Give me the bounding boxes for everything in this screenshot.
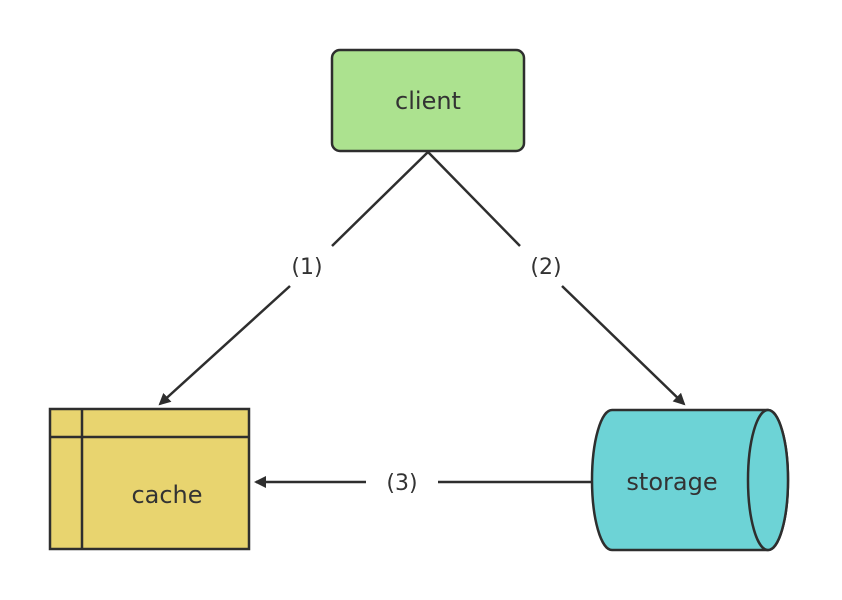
client-label: client — [395, 87, 461, 115]
edge-client-cache[interactable]: (1) — [158, 151, 429, 406]
client-box — [330, 48, 526, 153]
edge-client-storage-line-bottom — [561, 285, 686, 406]
storage-node[interactable]: storage — [590, 408, 790, 552]
edge-client-cache-line-bottom — [158, 285, 291, 406]
client-node[interactable]: client — [330, 48, 526, 153]
edge-label-1: (1) — [291, 255, 322, 280]
edge-client-cache-line-top — [331, 151, 429, 247]
edge-client-storage[interactable]: (2) — [427, 151, 686, 406]
storage-cylinder-cap — [746, 408, 790, 552]
cache-label: cache — [131, 481, 202, 509]
cache-node[interactable]: cache — [48, 407, 251, 551]
edge-label-2: (2) — [530, 255, 561, 280]
edge-label-3: (3) — [386, 471, 417, 496]
edge-storage-cache[interactable]: (3) — [254, 471, 592, 496]
edge-client-storage-line-top — [427, 151, 521, 247]
cache-box — [48, 407, 251, 551]
storage-label: storage — [626, 468, 717, 496]
